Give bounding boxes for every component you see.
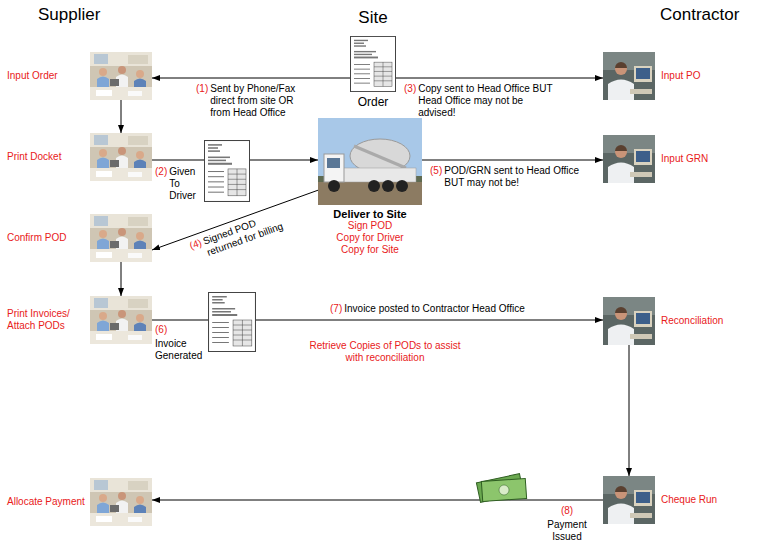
contractor-step: Input PO bbox=[603, 52, 655, 100]
note: Retrieve Copies of PODs to assist with r… bbox=[300, 340, 470, 364]
column-heading: Supplier bbox=[38, 5, 100, 25]
callout-number: (2) bbox=[155, 166, 167, 178]
callout-number: (4) bbox=[188, 237, 204, 252]
office-photo bbox=[90, 478, 152, 526]
delivery-truck: Deliver to SiteSign PODCopy for DriverCo… bbox=[318, 118, 422, 205]
edge-label: Invoice posted to Contractor Head Office bbox=[344, 303, 576, 315]
office-photo bbox=[90, 133, 152, 181]
step-label: Input GRN bbox=[661, 153, 773, 165]
contractor-step: Reconciliation bbox=[603, 297, 655, 345]
node-label: Allocate Payment bbox=[7, 496, 87, 508]
node-label: Print Invoices/ Attach PODs bbox=[7, 308, 87, 332]
step-label: Deliver to Site bbox=[333, 208, 406, 220]
node-label: Confirm POD bbox=[7, 232, 87, 244]
node-label: Deliver to SiteSign PODCopy for DriverCo… bbox=[333, 208, 406, 256]
flow-arrow bbox=[152, 500, 603, 501]
flow-arrow bbox=[121, 262, 122, 296]
node-label: Input PO bbox=[661, 70, 773, 82]
invoice-document bbox=[209, 293, 256, 352]
label-group: Contractor bbox=[660, 5, 739, 25]
label-group: Site bbox=[333, 8, 413, 28]
flow-arrow bbox=[121, 100, 122, 133]
supplier-step: Confirm POD bbox=[90, 214, 152, 262]
callout-number: (1) bbox=[196, 83, 208, 95]
label-group: (6) Invoice Generated bbox=[155, 324, 207, 362]
callout-number: (6) bbox=[155, 324, 207, 336]
edge-label-group: (4)Signed POD returned for billing bbox=[188, 207, 292, 264]
column-heading: Contractor bbox=[660, 5, 739, 25]
contractor-step: Input GRN bbox=[603, 135, 655, 183]
edge-label: Copy sent to Head Office BUT Head Office… bbox=[418, 83, 558, 119]
supplier-step: Input Order bbox=[90, 52, 152, 100]
step-note: Copy for Site bbox=[333, 244, 406, 256]
edge-label-group: (5)POD/GRN sent to Head Office BUT may n… bbox=[430, 165, 594, 189]
edge-label-group: (8) Payment Issued bbox=[540, 505, 594, 543]
step-label: Reconciliation bbox=[661, 315, 773, 327]
supplier-step: Allocate Payment bbox=[90, 478, 152, 526]
flow-arrow bbox=[422, 160, 603, 161]
step-label: Input Order bbox=[7, 70, 87, 82]
office-photo bbox=[90, 296, 152, 344]
order-document bbox=[351, 36, 396, 91]
edge-label: Given To Driver bbox=[169, 166, 201, 202]
step-note: Copy for Driver bbox=[333, 232, 406, 244]
flow-arrow bbox=[152, 78, 350, 79]
flow-arrow bbox=[396, 78, 603, 79]
step-note: Invoice Generated bbox=[155, 338, 207, 362]
callout-number: (3) bbox=[404, 83, 416, 95]
edge-label: Payment Issued bbox=[540, 519, 594, 543]
node-label: Print Docket bbox=[7, 151, 87, 163]
callout-number: (8) bbox=[561, 505, 573, 517]
truck-photo bbox=[318, 118, 422, 205]
callout-number: (7) bbox=[330, 303, 342, 315]
computer-photo bbox=[603, 476, 655, 524]
edge-label-group: (1)Sent by Phone/Fax direct from site OR… bbox=[196, 83, 304, 119]
office-photo bbox=[90, 214, 152, 262]
label-group: Supplier bbox=[38, 5, 100, 25]
label-group: Retrieve Copies of PODs to assist with r… bbox=[300, 340, 470, 364]
money-picture bbox=[476, 474, 526, 503]
step-label: Order bbox=[358, 95, 389, 109]
node-label: Reconciliation bbox=[661, 315, 773, 327]
docket-document bbox=[205, 141, 250, 202]
supplier-step: Print Invoices/ Attach PODs bbox=[90, 296, 152, 344]
step-label: Confirm POD bbox=[7, 232, 87, 244]
contractor-step: Cheque Run bbox=[603, 476, 655, 524]
edge-label: Sent by Phone/Fax direct from site OR fr… bbox=[210, 83, 304, 119]
computer-photo bbox=[603, 135, 655, 183]
computer-photo bbox=[603, 52, 655, 100]
step-note: Sign POD bbox=[333, 220, 406, 232]
edge-label: Signed POD returned for billing bbox=[202, 207, 293, 259]
node-label: Input Order bbox=[7, 70, 87, 82]
flow-arrow bbox=[629, 345, 630, 476]
edge-label-group: (3)Copy sent to Head Office BUT Head Off… bbox=[404, 83, 558, 119]
edge-label: POD/GRN sent to Head Office BUT may not … bbox=[444, 165, 594, 189]
column-heading: Site bbox=[358, 8, 387, 28]
node-label: Order bbox=[358, 95, 389, 109]
callout-number: (5) bbox=[430, 165, 442, 177]
step-label: Allocate Payment bbox=[7, 496, 87, 508]
office-photo bbox=[90, 52, 152, 100]
supplier-step: Print Docket bbox=[90, 133, 152, 181]
node-label: Input GRN bbox=[661, 153, 773, 165]
step-label: Print Docket bbox=[7, 151, 87, 163]
step-label: Cheque Run bbox=[661, 494, 773, 506]
site-order: Order bbox=[350, 36, 396, 92]
edge-label-group: (2)Given To Driver bbox=[155, 166, 201, 202]
step-label: Print Invoices/ Attach PODs bbox=[7, 308, 87, 332]
computer-photo bbox=[603, 297, 655, 345]
step-label: Input PO bbox=[661, 70, 773, 82]
node-label: Cheque Run bbox=[661, 494, 773, 506]
edge-label-group: (7)Invoice posted to Contractor Head Off… bbox=[330, 303, 576, 315]
